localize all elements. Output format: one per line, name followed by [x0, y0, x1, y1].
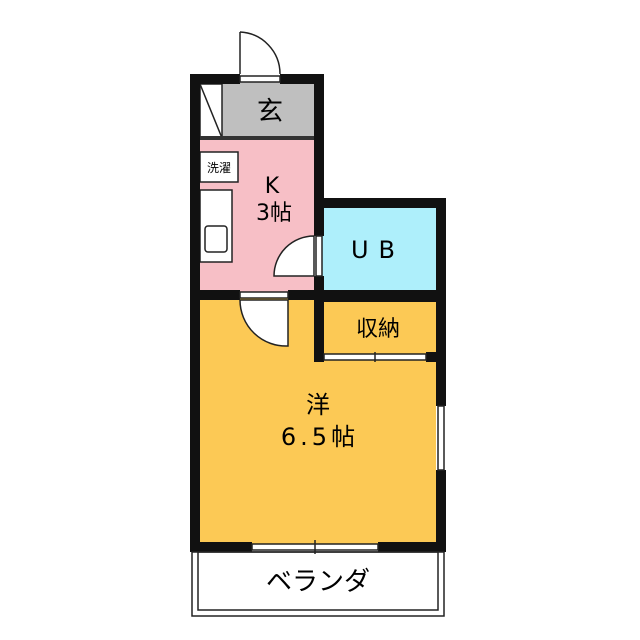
sink-icon: [204, 225, 228, 253]
side-window-icon: [437, 405, 445, 471]
laundry-box: [199, 151, 239, 183]
walls: [190, 74, 446, 552]
storage-sliding-door-icon: [323, 352, 427, 362]
entrance-label: 玄: [257, 97, 283, 127]
kitchen-label-line2: 3帖: [256, 201, 292, 226]
balcony-label: ベランダ: [266, 567, 370, 597]
laundry-label: 洗濯: [207, 161, 231, 175]
entrance-fill: [222, 82, 314, 138]
storage-label: 収納: [356, 317, 400, 342]
entrance-door-icon: [239, 31, 281, 83]
balcony: [191, 551, 445, 617]
shoe-cabinet-diagonal: [199, 83, 223, 139]
western-room-label-line1: 洋: [306, 391, 330, 419]
kitchen-label-line1: K: [265, 174, 280, 199]
bath-door-icon: [273, 235, 323, 277]
unit-bath-label: UB: [351, 236, 405, 264]
unit-bath-fill: [322, 206, 436, 290]
western-room-label-line2: 6.5帖: [281, 423, 359, 451]
room-door-icon: [239, 291, 289, 347]
